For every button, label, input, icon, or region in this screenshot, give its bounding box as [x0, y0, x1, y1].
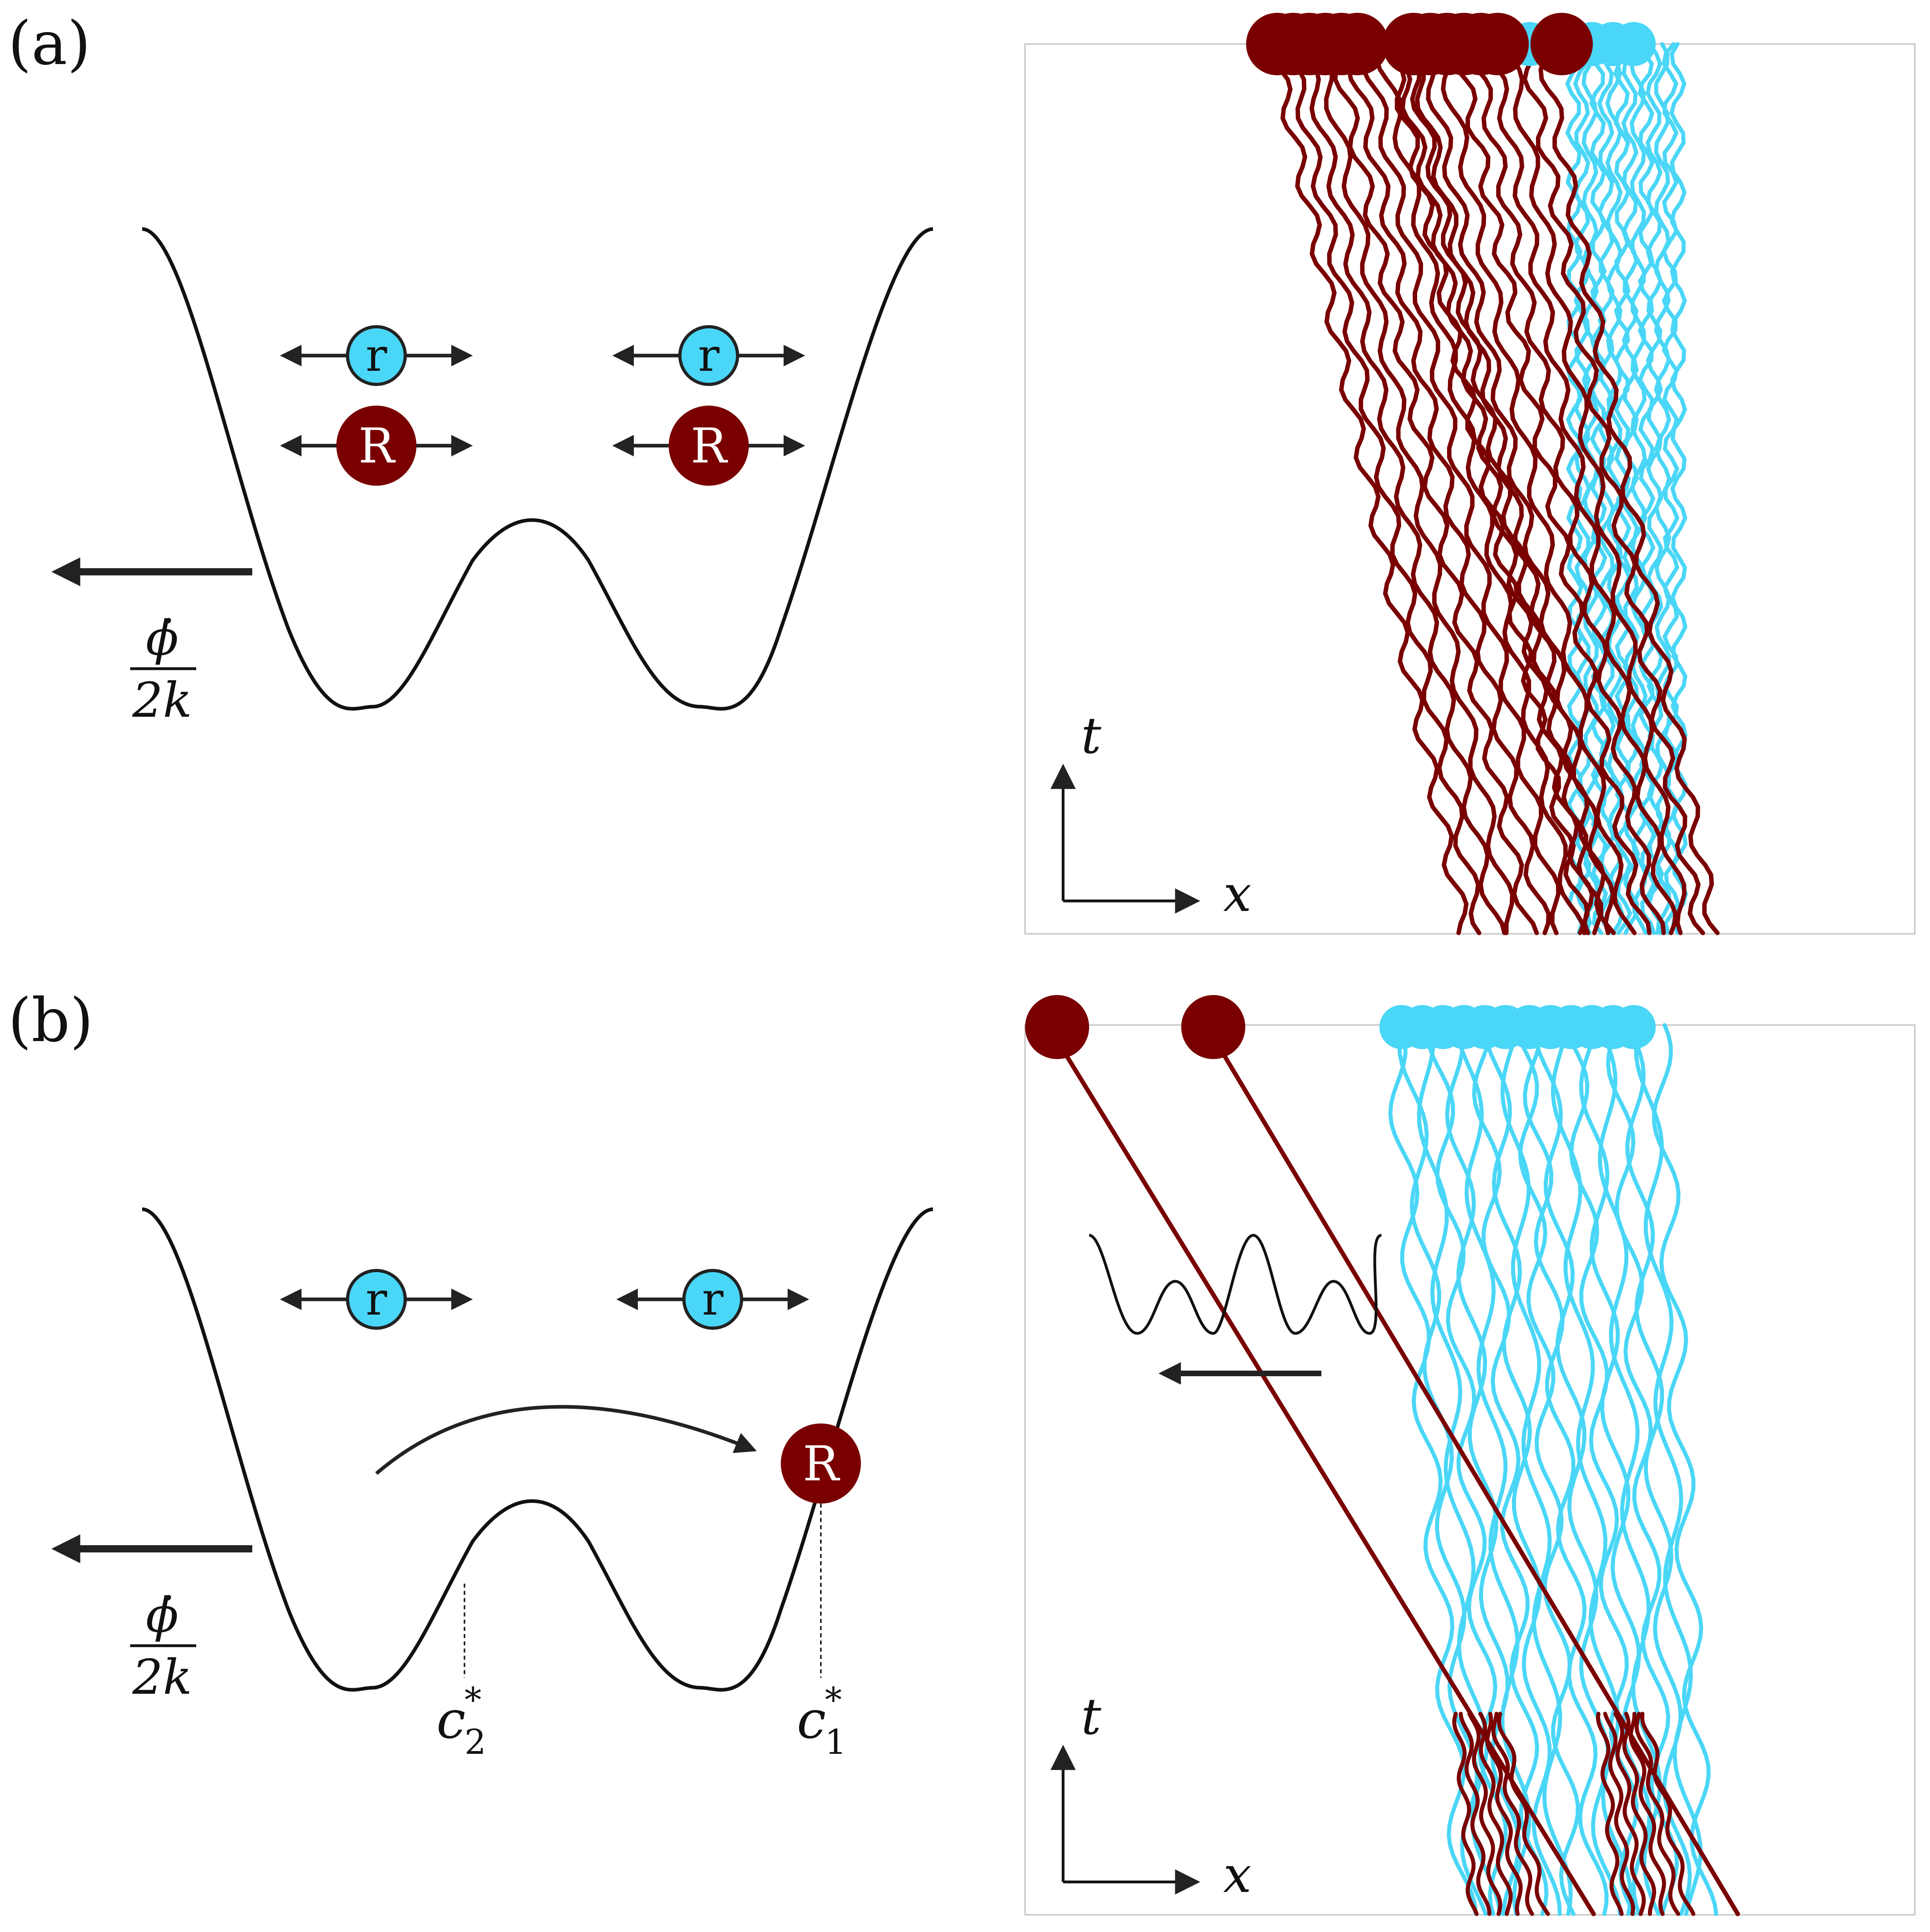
c1-label: c * 1 — [797, 1681, 846, 1762]
ball-R-a1: R — [336, 406, 416, 486]
t-axis-label-a: t — [1081, 707, 1102, 765]
ball-R-a2: R — [669, 406, 749, 486]
ball-r-a2: r — [678, 325, 739, 386]
trajectories-a — [1246, 13, 1720, 935]
red-trajectory — [1467, 1712, 1502, 1916]
c2-label: c * 2 — [436, 1681, 486, 1762]
red-trajectory — [1308, 58, 1507, 935]
red-trajectory — [1333, 58, 1539, 935]
force-fraction-a: ϕ̇ 2k — [130, 611, 196, 728]
red-trajectory — [1452, 1712, 1479, 1916]
c2-sup: * — [464, 1681, 482, 1720]
red-particle — [1181, 995, 1245, 1059]
cyan-trajectory — [1551, 1023, 1633, 1916]
red-particle — [1466, 13, 1529, 75]
red-trajectory — [1289, 58, 1482, 935]
red-trajectory — [1053, 1035, 1596, 1916]
red-trajectory — [1489, 58, 1678, 935]
red-trajectory — [1469, 58, 1666, 935]
red-trajectory — [1410, 58, 1604, 935]
force-denominator-b: 2k — [132, 1650, 192, 1705]
cyan-trajectory — [1512, 1023, 1580, 1916]
cyan-trajectory — [1388, 1023, 1478, 1916]
ball-r-a1: r — [346, 325, 407, 386]
cyan-trajectory — [1523, 1023, 1609, 1916]
cyan-trajectory — [1425, 1023, 1508, 1916]
force-denominator-a: 2k — [132, 673, 192, 728]
cyan-trajectory — [1634, 1023, 1703, 1916]
ball-R-a1-label: R — [358, 418, 396, 474]
c2-sub: 2 — [464, 1723, 486, 1762]
panel-label-a: (a) — [8, 9, 90, 78]
red-trajectory — [1361, 58, 1561, 935]
ball-r-b1-label: r — [366, 1273, 387, 1325]
red-trajectory — [1451, 58, 1652, 935]
panel-a: (a) r r R R ϕ̇ 2k — [8, 9, 1916, 935]
force-numerator-a: ϕ̇ — [146, 611, 179, 666]
red-trajectory — [1634, 1712, 1681, 1916]
c2-base: c — [436, 1689, 466, 1750]
cyan-trajectory — [1652, 1023, 1718, 1916]
red-trajectory — [1596, 1712, 1624, 1916]
cyan-particle — [1612, 1005, 1656, 1049]
red-trajectory — [1347, 58, 1551, 935]
red-trajectory — [1485, 1712, 1523, 1916]
red-trajectory — [1441, 58, 1637, 935]
ball-r-a2-label: r — [698, 330, 720, 382]
red-particle — [1530, 13, 1593, 75]
cyan-trajectory — [1645, 42, 1664, 935]
cyan-trajectory — [1472, 1023, 1549, 1916]
red-trajectory — [1459, 1712, 1492, 1916]
x-axis-label-b: x — [1223, 1846, 1252, 1904]
potential-curve-a — [142, 227, 933, 711]
ball-r-b1: r — [346, 1269, 407, 1330]
red-trajectory — [1511, 58, 1687, 935]
panel-b: (b) r r R c * 2 c * 1 — [8, 986, 1916, 1916]
cyan-trajectory — [1500, 1023, 1573, 1916]
t-axis-label-b: t — [1081, 1688, 1102, 1746]
red-trajectory — [1270, 58, 1469, 935]
red-trajectory — [1613, 1712, 1646, 1916]
cyan-trajectory — [1589, 42, 1608, 935]
red-trajectory — [1497, 1712, 1550, 1916]
trajectories-b — [1025, 995, 1740, 1916]
c1-sup: * — [825, 1681, 842, 1720]
cyan-trajectory — [1581, 42, 1600, 935]
ball-r-b2-label: r — [702, 1273, 724, 1325]
ball-r-a1-label: r — [366, 330, 387, 382]
red-trajectory — [1628, 1712, 1666, 1916]
x-axis-label-a: x — [1223, 865, 1252, 923]
red-trajectory — [1640, 1712, 1695, 1916]
ball-R-b1: R — [781, 1423, 861, 1504]
ball-R-a2-label: R — [691, 418, 728, 474]
red-particle — [1326, 13, 1389, 75]
red-trajectory — [1622, 1712, 1657, 1916]
c1-sub: 1 — [825, 1723, 846, 1762]
c1-base: c — [797, 1689, 826, 1750]
red-trajectory — [1324, 58, 1515, 935]
red-particle — [1025, 995, 1089, 1059]
inset-potential-curve — [1089, 1234, 1382, 1335]
red-trajectory — [1426, 58, 1615, 935]
red-trajectory — [1538, 58, 1720, 935]
force-numerator-b: ϕ̇ — [146, 1588, 179, 1643]
red-trajectory — [1603, 1712, 1635, 1916]
ball-r-b2: r — [682, 1269, 743, 1330]
force-fraction-b: ϕ̇ 2k — [130, 1588, 196, 1705]
panel-label-b: (b) — [8, 986, 93, 1055]
red-trajectory — [1491, 1712, 1534, 1916]
red-trajectory — [1398, 58, 1594, 935]
cyan-trajectory — [1625, 1023, 1692, 1916]
potential-curve-b — [142, 1207, 933, 1692]
cyan-particle — [1612, 22, 1656, 66]
ball-R-b1-label: R — [803, 1436, 840, 1492]
hop-arrow-b — [375, 1405, 757, 1475]
red-trajectory — [1392, 58, 1590, 935]
red-trajectory — [1478, 1712, 1513, 1916]
